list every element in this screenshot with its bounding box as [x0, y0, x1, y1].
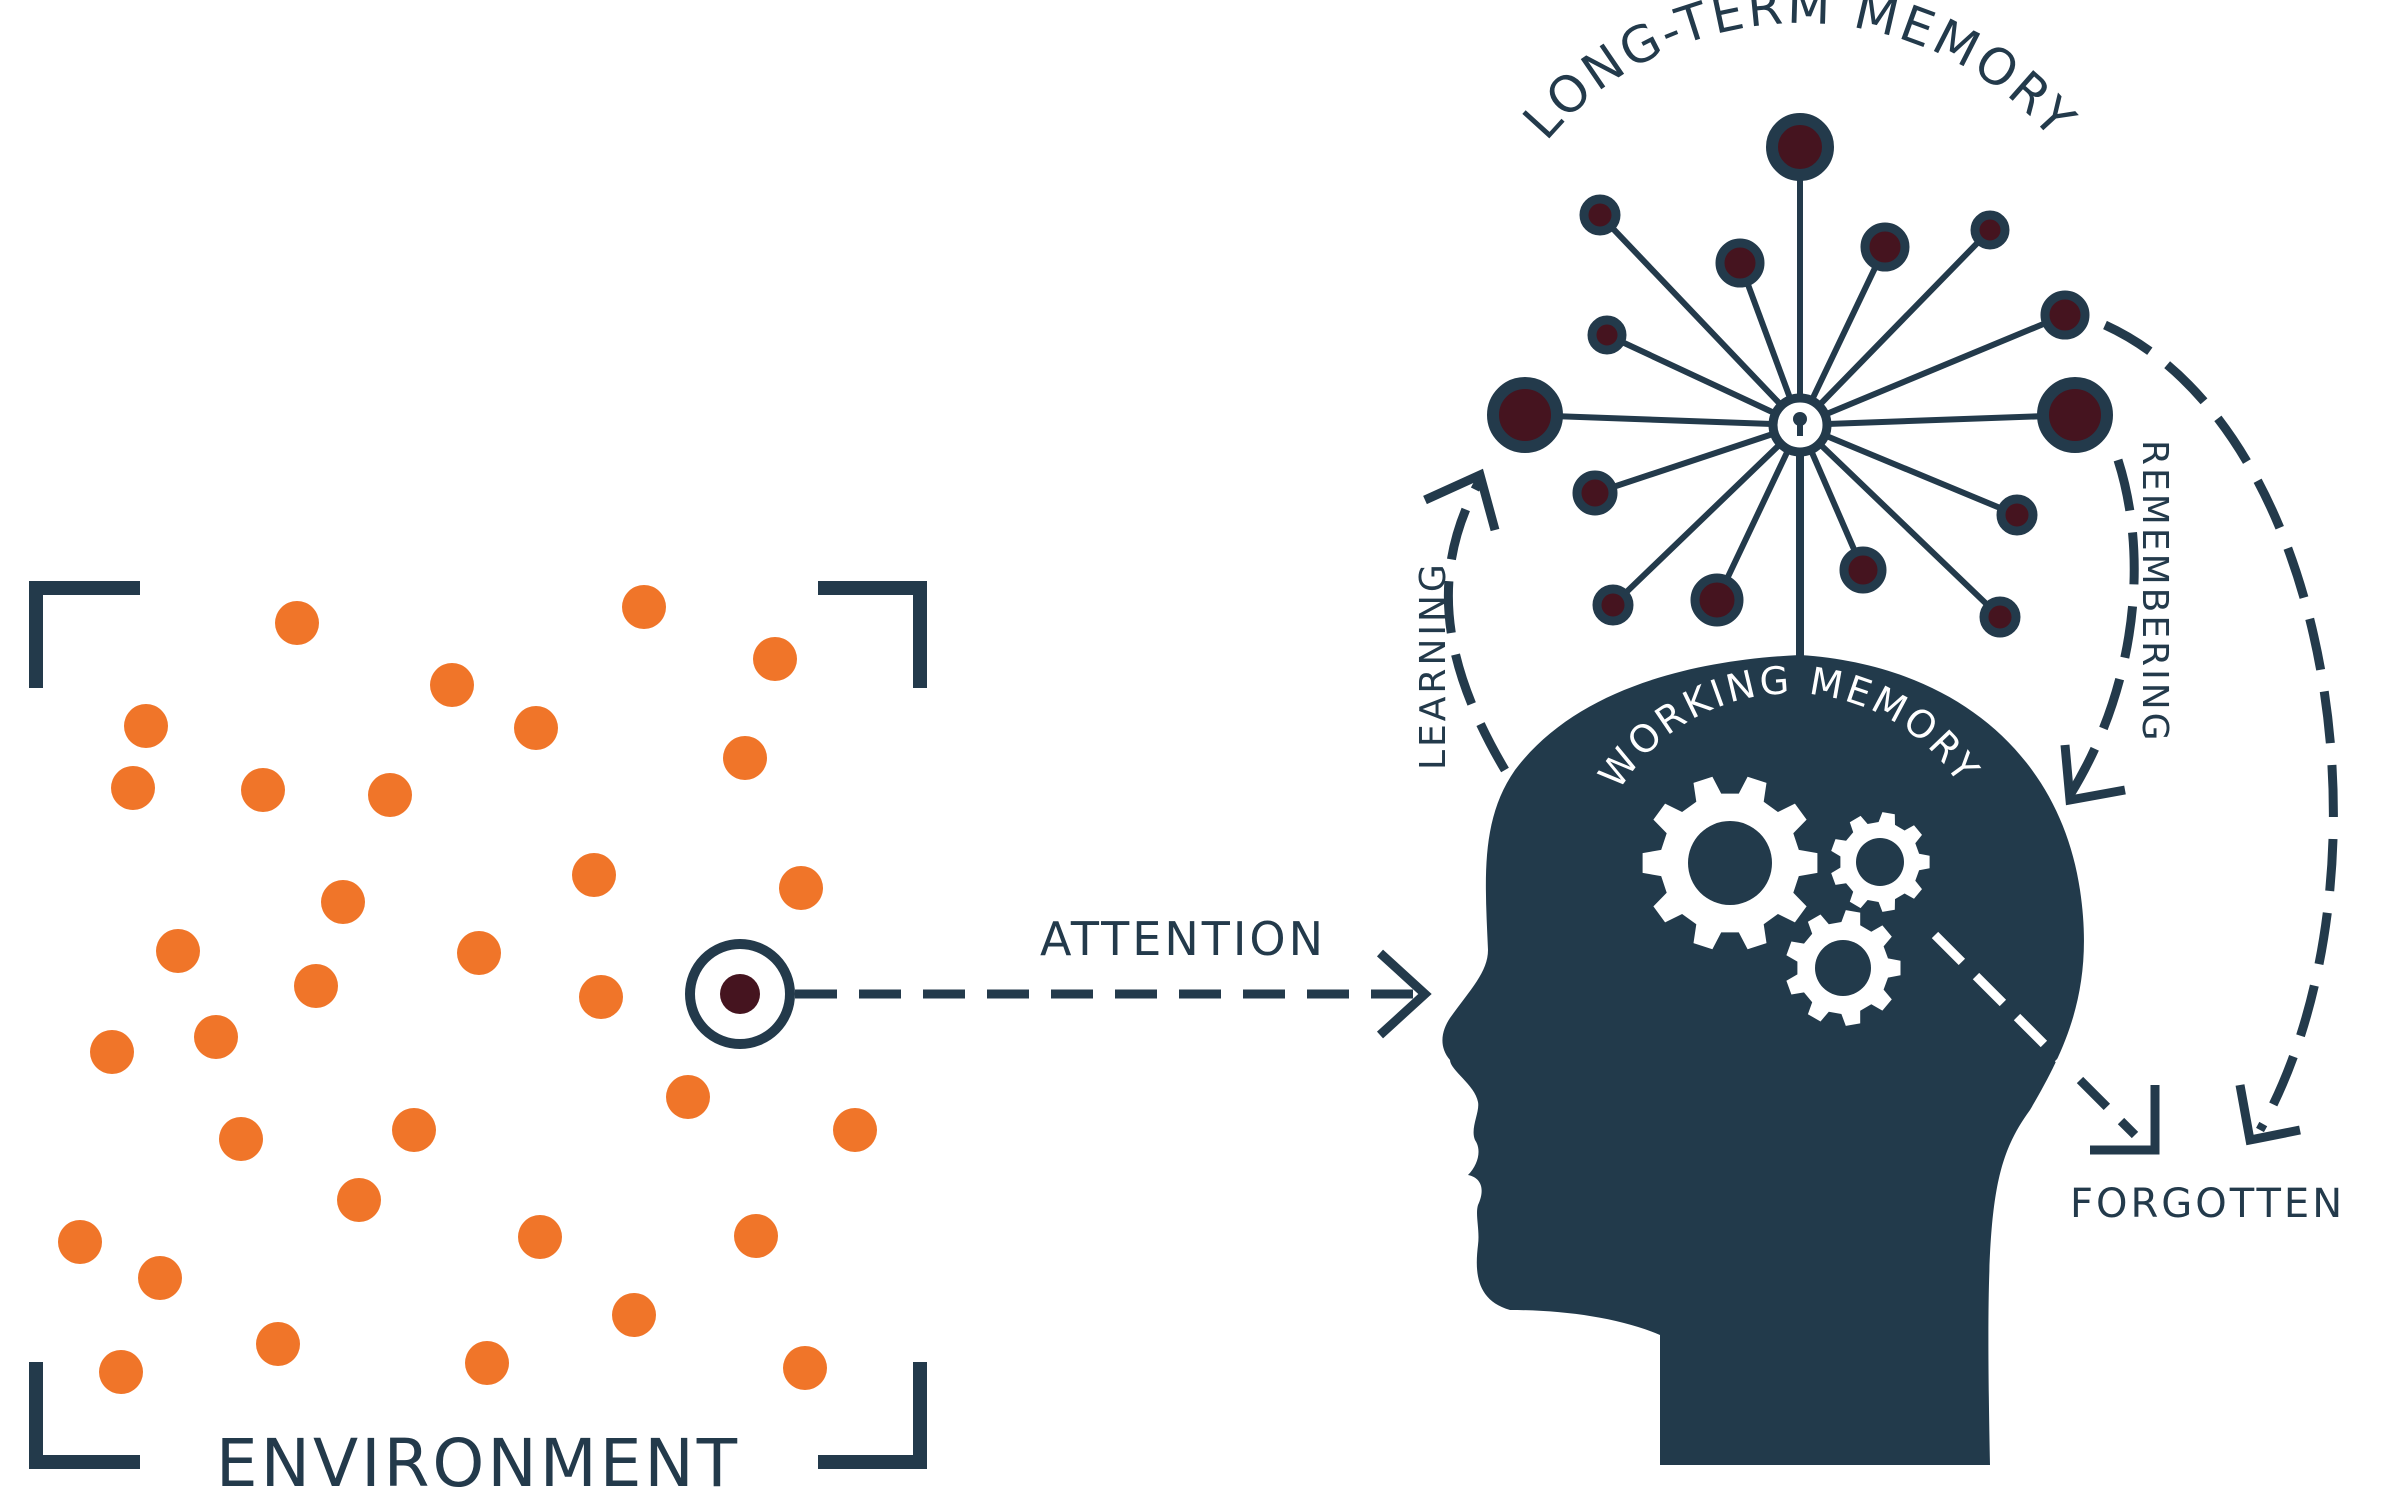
network-spoke [1524, 412, 1801, 428]
stimulus-dot [465, 1341, 509, 1385]
learning-arrow [1423, 468, 1509, 773]
stimulus-dot [753, 637, 797, 681]
remembering-arrow [2060, 458, 2139, 806]
network-spoke [1605, 332, 1802, 428]
stimulus-dot [124, 704, 168, 748]
network-spoke [1798, 312, 2067, 428]
stimulus-dot [138, 1256, 182, 1300]
memory-node [1839, 546, 1887, 594]
stimulus-dot [58, 1220, 102, 1264]
network-spoke [1610, 422, 1803, 608]
network-spoke [1798, 422, 2019, 518]
stimulus-dot [156, 929, 200, 973]
stimulus-dot [241, 768, 285, 812]
memory-node [1979, 596, 2021, 638]
memory-node [2037, 377, 2113, 453]
forgotten-arrow-from-long-term-memory [2103, 320, 2338, 1146]
stimulus-dot [622, 585, 666, 629]
memory-node [1487, 377, 1563, 453]
network-spoke [1597, 212, 1803, 428]
environment-frame [29, 581, 927, 1469]
target-icon [685, 939, 795, 1049]
stimulus-dot [514, 706, 558, 750]
memory-node [2040, 290, 2090, 340]
stimulus-dot [579, 975, 623, 1019]
stimulus-dot [392, 1108, 436, 1152]
memory-node [1572, 470, 1618, 516]
gear-icon [1642, 776, 1930, 1026]
network-spoke [1797, 245, 1888, 427]
stimulus-dot [256, 1322, 300, 1366]
stimulus-dot [833, 1108, 877, 1152]
network-spoke [1594, 422, 1801, 496]
stimulus-dot [321, 880, 365, 924]
stimulus-dot [723, 736, 767, 780]
forgotten-arrow-from-working-memory [1931, 931, 2074, 1074]
stimulus-dot [518, 1215, 562, 1259]
stimulus-dot [779, 866, 823, 910]
stimulus-dot [734, 1214, 778, 1258]
memory-node [1690, 573, 1744, 627]
gear-hub [1856, 838, 1904, 886]
memory-node [1592, 584, 1634, 626]
learning-label: LEARNING [1413, 561, 1454, 770]
memory-node [1715, 238, 1765, 288]
stimulus-dot [90, 1030, 134, 1074]
long-term-memory-network [1487, 113, 2113, 660]
head-silhouette [1442, 655, 2084, 1465]
stimulus-dot [430, 663, 474, 707]
keyhole-icon [1768, 393, 1832, 457]
forgotten-label: FORGOTTEN [2070, 1181, 2345, 1227]
stimulus-dot [612, 1293, 656, 1337]
stimulus-dot [666, 1075, 710, 1119]
stimulus-dot [219, 1117, 263, 1161]
stimulus-dot [572, 853, 616, 897]
stimulus-dot [194, 1015, 238, 1059]
network-spoke [1799, 412, 2076, 428]
gear-hub [1688, 821, 1772, 905]
stimulus-dot [99, 1350, 143, 1394]
memory-node [1970, 210, 2010, 250]
stimulus-dot [368, 773, 412, 817]
attention-label: ATTENTION [1040, 912, 1326, 966]
stimulus-dot [275, 601, 319, 645]
network-spoke [1714, 423, 1803, 602]
memory-node [1587, 315, 1627, 355]
gear-hub [1815, 940, 1871, 996]
stimulus-dot [111, 766, 155, 810]
memory-node [1766, 113, 1834, 181]
network-spoke [1797, 227, 1993, 428]
stimulus-dot [457, 931, 501, 975]
stimulus-dot [337, 1178, 381, 1222]
memory-node [1579, 194, 1621, 236]
remembering-label: REMEMBERING [2134, 440, 2175, 744]
environment-stimuli [58, 585, 877, 1394]
stimulus-dot [783, 1346, 827, 1390]
network-spoke [1797, 422, 2003, 620]
attention-arrow [795, 949, 1432, 1039]
stimulus-dot [294, 964, 338, 1008]
environment-label: ENVIRONMENT [216, 1425, 740, 1501]
memory-node [1860, 222, 1910, 272]
memory-node [1996, 494, 2038, 536]
forgotten-arrow-tail [2076, 1076, 2160, 1155]
